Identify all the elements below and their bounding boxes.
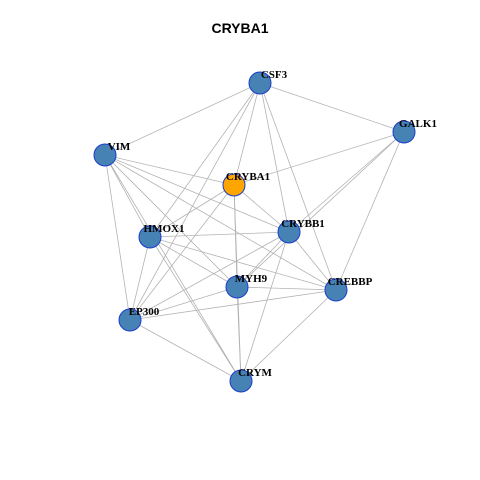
edge-hmox1-crybb1 [149,231,290,238]
edge-csf3-vim [104,82,261,156]
node-circle-csf3[interactable] [248,71,272,95]
edge-galk1-myh9 [236,131,405,288]
node-crym[interactable]: CRYM [229,367,273,393]
node-label-vim: VIM [108,141,131,153]
edge-hmox1-crebbp [149,236,337,291]
node-csf3[interactable]: CSF3 [248,69,288,95]
node-circle-galk1[interactable] [392,120,416,144]
edge-hmox1-ep300 [129,236,151,321]
edge-vim-crebbp [104,154,337,291]
node-myh9[interactable]: MYH9 [225,273,268,299]
node-crebbp[interactable]: CREBBP [324,276,373,302]
edge-crybb1-crebbp [288,231,337,291]
edge-galk1-crebbp [335,131,405,291]
edge-cryba1-hmox1 [149,184,235,238]
edge-crybb1-ep300 [129,231,290,321]
edge-hmox1-crym [149,236,242,382]
edge-crebbp-ep300 [129,289,337,321]
edge-csf3-galk1 [259,82,405,133]
node-label-crym: CRYM [238,367,272,379]
edge-csf3-cryba1 [233,82,261,186]
edge-myh9-crym [236,286,242,382]
node-circle-ep300[interactable] [118,308,142,332]
edge-cryba1-crybb1 [233,184,290,233]
edge-galk1-cryba1 [233,131,405,186]
node-label-galk1: GALK1 [399,118,437,130]
edge-vim-crybb1 [104,154,290,233]
node-label-ep300: EP300 [129,306,160,318]
edge-layer [104,82,405,382]
edge-crybb1-crym [240,231,290,382]
edge-hmox1-myh9 [149,236,238,288]
edge-vim-cryba1 [104,154,235,186]
node-vim[interactable]: VIM [93,141,131,167]
node-label-hmox1: HMOX1 [144,223,185,235]
edge-vim-hmox1 [104,154,151,238]
edge-csf3-ep300 [129,82,261,321]
node-cryba1[interactable]: CRYBA1 [222,171,270,197]
node-circle-crybb1[interactable] [277,220,301,244]
edge-myh9-ep300 [129,286,238,321]
node-label-crybb1: CRYBB1 [281,218,325,230]
node-label-csf3: CSF3 [261,69,288,81]
node-ep300[interactable]: EP300 [118,306,160,332]
edge-csf3-crybb1 [259,82,290,233]
node-crybb1[interactable]: CRYBB1 [277,218,325,244]
edge-cryba1-ep300 [129,184,235,321]
node-circle-hmox1[interactable] [138,225,162,249]
node-hmox1[interactable]: HMOX1 [138,223,185,249]
edge-myh9-crebbp [236,286,337,291]
graph-title: CRYBA1 [211,20,269,36]
node-circle-vim[interactable] [93,143,117,167]
edge-ep300-crym [129,319,242,382]
edge-csf3-hmox1 [149,82,261,238]
node-circle-myh9[interactable] [225,275,249,299]
node-label-myh9: MYH9 [235,273,268,285]
node-circle-crebbp[interactable] [324,278,348,302]
edge-csf3-crebbp [259,82,337,291]
edge-crybb1-myh9 [236,231,290,288]
edge-crebbp-crym [240,289,337,382]
node-circle-cryba1[interactable] [222,173,246,197]
edge-vim-crym [104,154,242,382]
edge-galk1-crybb1 [288,131,405,233]
edge-vim-ep300 [104,154,131,321]
node-label-cryba1: CRYBA1 [226,171,270,183]
edge-vim-myh9 [104,154,238,288]
node-label-crebbp: CREBBP [328,276,373,288]
node-circle-crym[interactable] [229,369,253,393]
node-galk1[interactable]: GALK1 [392,118,437,144]
